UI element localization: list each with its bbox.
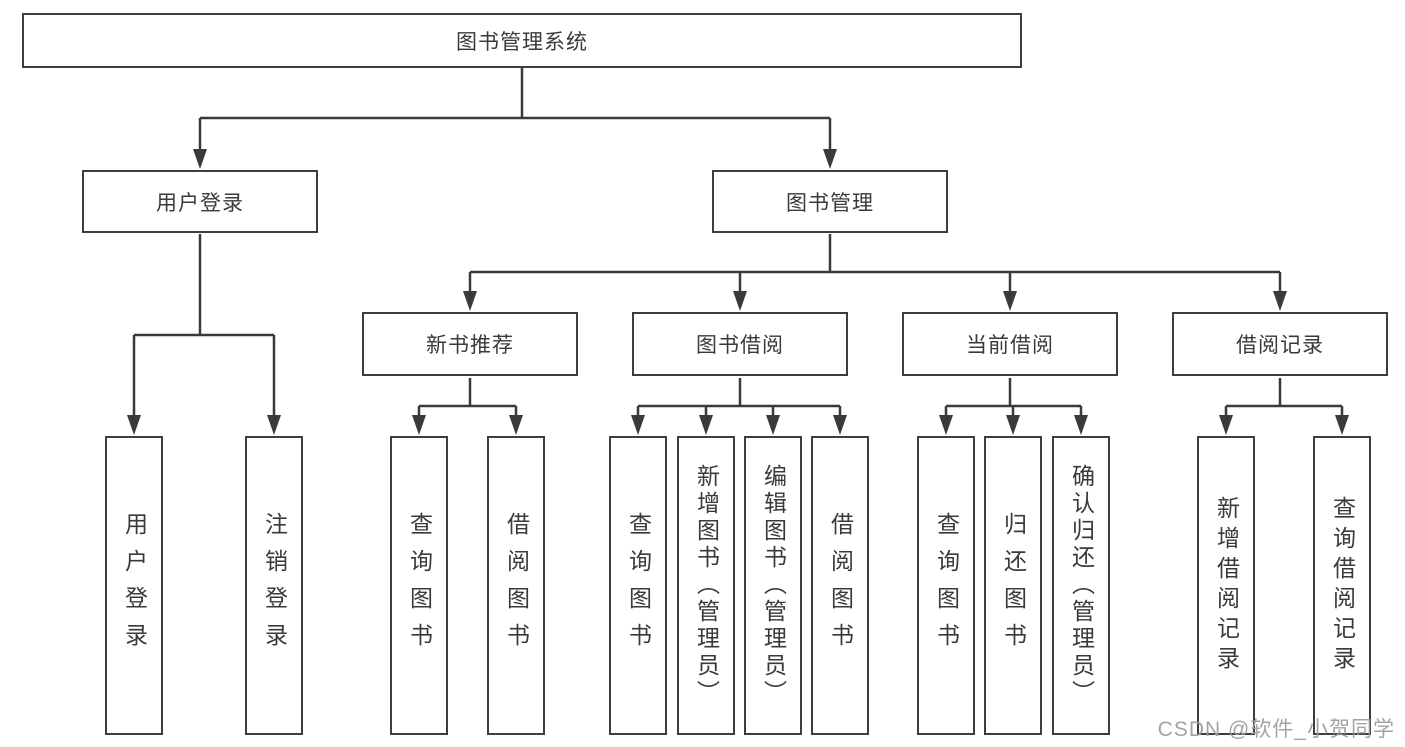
- leaf-borrow-books: 借阅图书: [811, 436, 869, 735]
- leaf-add-borrow-record: 新增借阅记录: [1197, 436, 1255, 735]
- node-book-borrow-label: 图书借阅: [696, 334, 784, 357]
- node-new-book-recommend: 新书推荐: [362, 312, 578, 376]
- leaf-confirm-return-admin: 确认归还（管理员）: [1052, 436, 1110, 735]
- node-root-label: 图书管理系统: [456, 30, 588, 54]
- node-new-book-recommend-label: 新书推荐: [426, 334, 514, 357]
- leaf-user-login: 用户登录: [105, 436, 163, 735]
- node-borrow-records: 借阅记录: [1172, 312, 1388, 376]
- node-borrow-records-label: 借阅记录: [1236, 334, 1324, 357]
- leaf-search-books-current: 查询图书: [917, 436, 975, 735]
- node-root: 图书管理系统: [22, 13, 1022, 68]
- node-user-login: 用户登录: [82, 170, 318, 233]
- leaf-logout: 注销登录: [245, 436, 303, 735]
- csdn-watermark: CSDN @软件_小贺同学: [1157, 718, 1395, 741]
- leaf-return-books: 归还图书: [984, 436, 1042, 735]
- leaf-search-borrow-record: 查询借阅记录: [1313, 436, 1371, 735]
- leaf-search-books-borrow: 查询图书: [609, 436, 667, 735]
- leaf-search-books-recommend: 查询图书: [390, 436, 448, 735]
- node-book-management-label: 图书管理: [786, 191, 874, 215]
- leaf-add-book-admin: 新增图书（管理员）: [677, 436, 735, 735]
- leaf-borrow-books-recommend: 借阅图书: [487, 436, 545, 735]
- node-user-login-label: 用户登录: [156, 191, 244, 215]
- node-current-borrow-label: 当前借阅: [966, 334, 1054, 357]
- node-book-borrow: 图书借阅: [632, 312, 848, 376]
- node-current-borrow: 当前借阅: [902, 312, 1118, 376]
- node-book-management: 图书管理: [712, 170, 948, 233]
- leaf-edit-book-admin: 编辑图书（管理员）: [744, 436, 802, 735]
